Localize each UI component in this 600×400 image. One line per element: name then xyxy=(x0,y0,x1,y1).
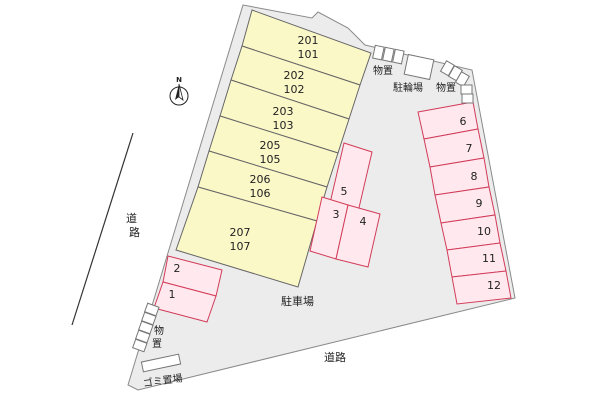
unit-label-upper: 202 xyxy=(284,69,305,82)
storage-label-left-2: 置 xyxy=(152,338,162,350)
unit-label-upper: 207 xyxy=(230,226,251,239)
unit-label-upper: 203 xyxy=(273,105,294,118)
parking-space-number: 12 xyxy=(487,279,501,292)
parking-lot-middle xyxy=(309,142,381,268)
parking-space xyxy=(153,281,217,323)
parking-space xyxy=(451,270,512,305)
unit-label-lower: 103 xyxy=(273,119,294,132)
bike-parking-label: 駐輪場 xyxy=(393,81,423,94)
unit-label-lower: 102 xyxy=(284,83,305,96)
parking-space-number: 10 xyxy=(477,225,491,238)
parking-lot-right xyxy=(417,101,512,305)
parking-space-number: 4 xyxy=(360,215,367,228)
unit-label-upper: 206 xyxy=(250,173,271,186)
unit-label-lower: 105 xyxy=(260,153,281,166)
storage-shed-top-right xyxy=(439,60,474,104)
parking-area-label: 駐車場 xyxy=(281,294,314,308)
unit-label-lower: 107 xyxy=(230,240,251,253)
storage-shed-left xyxy=(132,302,160,353)
parking-space-number: 7 xyxy=(466,142,473,155)
garbage-station xyxy=(140,353,182,373)
parking-space-number: 1 xyxy=(169,288,176,301)
bike-parking-shelter xyxy=(403,53,435,81)
north-label: N xyxy=(176,76,182,84)
road-label-left-1: 道 xyxy=(126,211,137,225)
storage-label-top-right: 物置 xyxy=(436,81,456,94)
north-arrow-icon: N xyxy=(169,76,189,106)
parking-space-number: 8 xyxy=(471,170,478,183)
storage-label-top: 物置 xyxy=(373,64,393,77)
parking-space-number: 5 xyxy=(341,185,348,198)
parking-space-number: 11 xyxy=(482,252,496,265)
road-label-bottom: 道路 xyxy=(324,350,346,364)
parking-space xyxy=(335,204,381,268)
parking-space-number: 9 xyxy=(476,197,483,210)
parking-space-number: 2 xyxy=(174,262,181,275)
storage-shed-top xyxy=(372,44,405,65)
parking-space-number: 6 xyxy=(460,115,467,128)
parking-space-number: 3 xyxy=(333,208,340,221)
road-line xyxy=(71,132,134,326)
unit-label-lower: 106 xyxy=(250,187,271,200)
building xyxy=(175,9,372,288)
parking-lot-left xyxy=(153,255,223,323)
road-label-left-2: 路 xyxy=(129,226,140,239)
unit-block-207-107 xyxy=(175,186,318,288)
storage-label-left-1: 物 xyxy=(154,324,164,337)
unit-label-upper: 201 xyxy=(298,34,319,47)
unit-label-lower: 101 xyxy=(298,48,319,61)
unit-label-upper: 205 xyxy=(260,139,281,152)
